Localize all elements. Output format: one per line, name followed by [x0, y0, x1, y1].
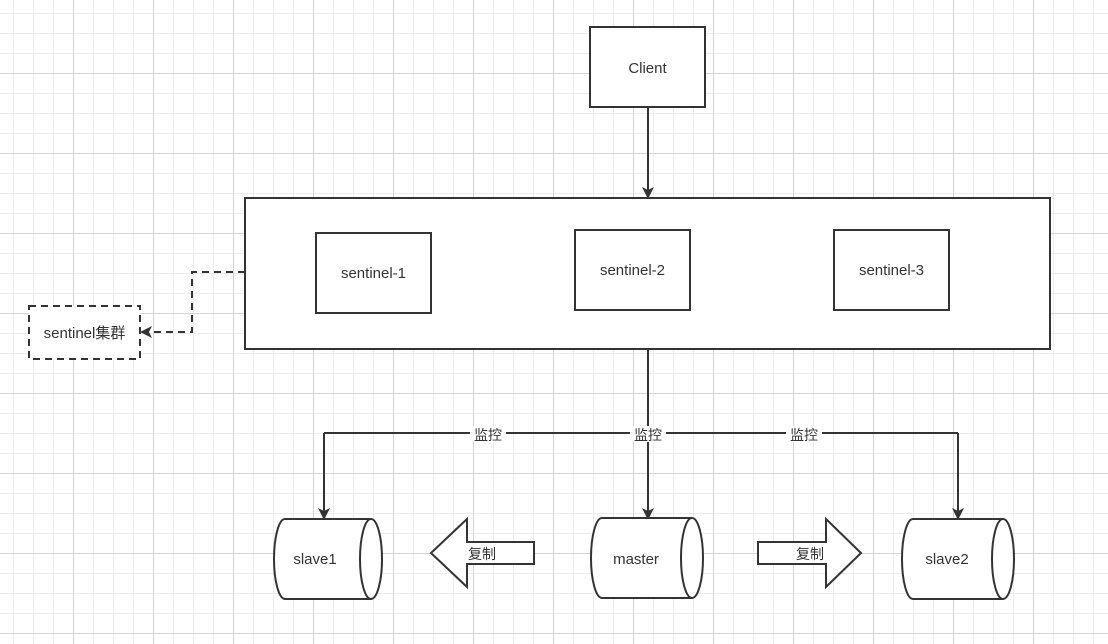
monitor-center-label: 监控 [634, 427, 662, 443]
master-label: master [613, 551, 659, 568]
replicate-right-arrow: 复制 [757, 516, 863, 590]
monitor-right-label: 监控 [790, 427, 818, 443]
master-node[interactable]: master [590, 517, 704, 599]
replicate-left-arrow: 复制 [429, 516, 535, 590]
sentinel-3-node[interactable]: sentinel-3 [833, 229, 950, 311]
sentinel-2-label: sentinel-2 [600, 262, 665, 279]
sentinel-cluster-label: sentinel集群 [44, 325, 126, 342]
client-label: Client [628, 60, 667, 77]
sentinel-1-label: sentinel-1 [341, 265, 406, 282]
slave1-node[interactable]: slave1 [273, 518, 383, 600]
slave2-label: slave2 [925, 551, 968, 568]
sentinel-1-node[interactable]: sentinel-1 [315, 232, 432, 314]
replicate-left-label: 复制 [468, 546, 496, 562]
client-node[interactable]: Client [589, 26, 706, 108]
slave1-label: slave1 [293, 551, 336, 568]
sentinel-2-node[interactable]: sentinel-2 [574, 229, 691, 311]
sentinel-cluster-edge [140, 271, 245, 338]
sentinel-3-label: sentinel-3 [859, 262, 924, 279]
sentinel-cluster-node[interactable]: sentinel集群 [28, 305, 141, 360]
monitor-left-label: 监控 [474, 427, 502, 443]
slave2-node[interactable]: slave2 [901, 518, 1015, 600]
replicate-right-label: 复制 [796, 546, 824, 562]
